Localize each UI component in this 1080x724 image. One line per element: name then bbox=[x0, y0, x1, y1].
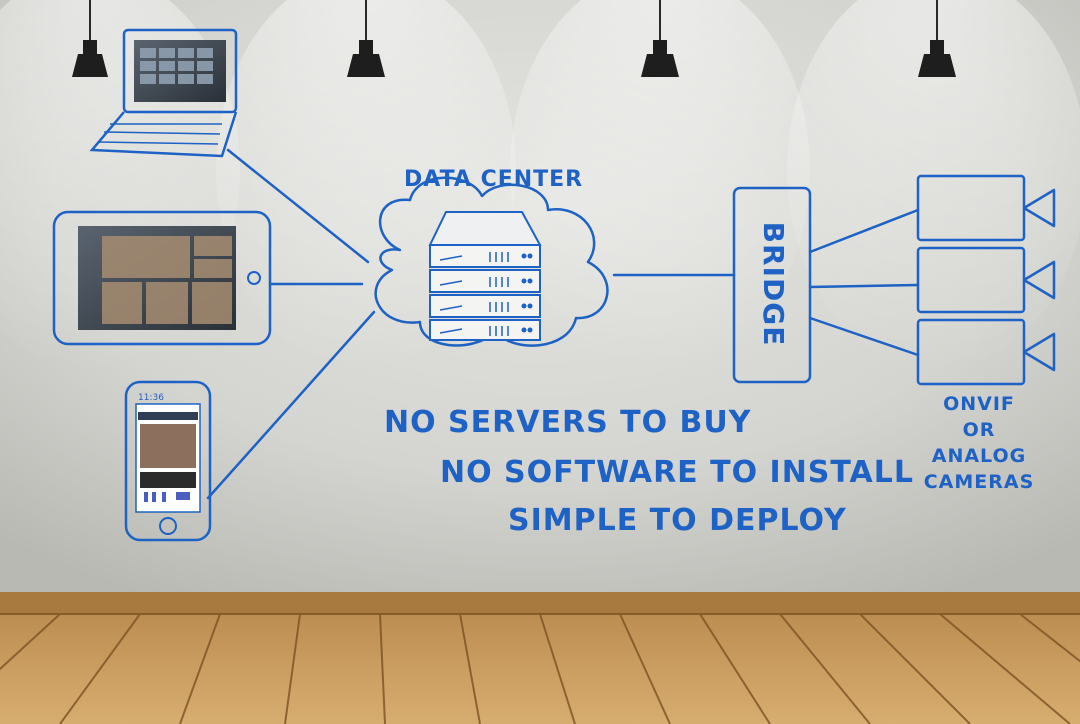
cameras-label-line: OR bbox=[963, 419, 996, 441]
laptop-icon bbox=[89, 28, 238, 158]
cameras-label-line: CAMERAS bbox=[924, 471, 1035, 493]
phone-home-button bbox=[159, 517, 177, 535]
link-bridge-camera-1 bbox=[808, 208, 920, 254]
camera-icon bbox=[916, 174, 1056, 242]
lamp-icon bbox=[918, 0, 956, 77]
cloud-icon bbox=[374, 176, 609, 347]
camera-icon bbox=[916, 246, 1056, 314]
cameras-label-line: ONVIF bbox=[943, 393, 1015, 415]
ceiling-lamps bbox=[72, 0, 956, 77]
phone-status-time: 11:36 bbox=[138, 393, 164, 403]
tablet-home-button bbox=[247, 271, 261, 285]
cameras-label: ONVIF OR ANALOG CAMERAS bbox=[924, 393, 1035, 493]
benefit-line: NO SOFTWARE TO INSTALL bbox=[440, 455, 914, 490]
wooden-floor bbox=[0, 592, 1080, 724]
server-stack-icon bbox=[428, 211, 542, 341]
link-laptop-cloud bbox=[226, 148, 370, 264]
lamp-icon bbox=[347, 0, 385, 77]
bridge-box bbox=[732, 186, 812, 384]
lamp-icon bbox=[641, 0, 679, 77]
bridge-label: BRIDGE bbox=[757, 222, 790, 347]
link-bridge-camera-3 bbox=[808, 316, 920, 357]
link-bridge-camera-2 bbox=[808, 283, 920, 289]
cameras-label-line: ANALOG bbox=[932, 445, 1027, 467]
benefits-list: NO SERVERS TO BUY NO SOFTWARE TO INSTALL… bbox=[384, 405, 914, 538]
link-phone-cloud bbox=[206, 310, 376, 500]
connection-lines bbox=[206, 148, 920, 500]
camera-icon bbox=[916, 318, 1056, 386]
benefit-line: NO SERVERS TO BUY bbox=[384, 405, 752, 440]
lamp-icon bbox=[72, 0, 108, 77]
data-center-label: DATA CENTER bbox=[404, 167, 583, 192]
tablet-icon bbox=[52, 210, 272, 346]
benefit-line: SIMPLE TO DEPLOY bbox=[508, 503, 847, 538]
phone-icon: 11:36 bbox=[124, 380, 212, 542]
